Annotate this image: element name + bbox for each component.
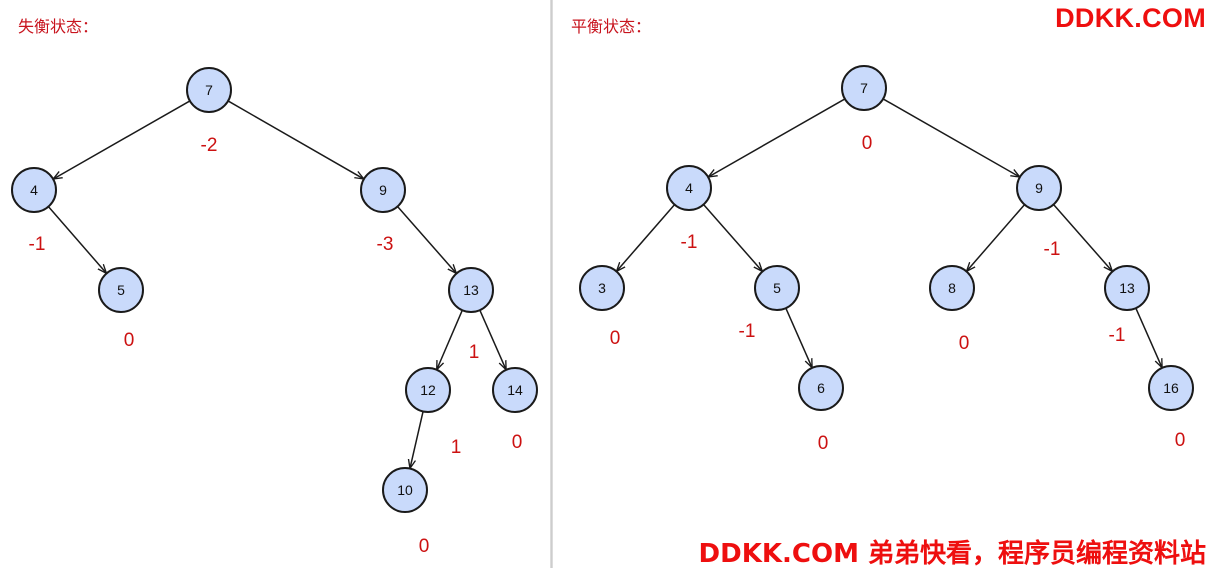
- node-label: 8: [948, 280, 956, 296]
- tree-node-7: 7: [841, 65, 887, 111]
- tree-node-5: 5: [98, 267, 144, 313]
- right-panel-title: 平衡状态：: [571, 17, 652, 36]
- unbalanced-tree: 7 -2 4 -1 9 -3 5 0 13 1 12 1 14 0 10 0: [11, 67, 538, 557]
- node-label: 6: [817, 380, 825, 396]
- node-label: 9: [379, 182, 387, 198]
- balance-factor-12: 1: [451, 437, 462, 458]
- node-label: 10: [397, 482, 413, 498]
- balance-factor-6: 0: [818, 433, 829, 454]
- edge-4-to-5: [47, 206, 105, 273]
- node-circle: [1148, 365, 1194, 411]
- node-label: 4: [30, 182, 38, 198]
- node-circle: [579, 265, 625, 311]
- node-circle: [1016, 165, 1062, 211]
- left-panel: 失衡状态： 7 -2 4 -1 9 -3 5 0 13 1 12 1 14 0 10 0: [0, 0, 550, 568]
- left-panel-title: 失衡状态：: [18, 17, 99, 36]
- balance-factor-16: 0: [1175, 430, 1186, 451]
- edge-12-to-10: [410, 411, 424, 467]
- edge-13-to-14: [479, 309, 506, 369]
- tree-node-5: 5: [754, 265, 800, 311]
- node-circle: [98, 267, 144, 313]
- edge-5-to-6: [785, 307, 812, 367]
- edge-9-to-8: [967, 204, 1026, 271]
- balanced-tree: 7 0 4 -1 9 -1 3 0 5 -1 8 0 13 -1 6 0 16 0: [579, 65, 1194, 454]
- node-label: 13: [1119, 280, 1135, 296]
- balance-factor-7: -2: [201, 135, 218, 156]
- node-circle: [186, 67, 232, 113]
- tree-node-16: 16: [1148, 365, 1194, 411]
- tree-node-14: 14: [492, 367, 538, 413]
- balance-factor-3: 0: [610, 328, 621, 349]
- balance-factor-5: -1: [739, 321, 756, 342]
- node-label: 5: [117, 282, 125, 298]
- node-circle: [405, 367, 451, 413]
- edge-7-to-9: [882, 98, 1019, 177]
- tree-node-13: 13: [1104, 265, 1150, 311]
- node-label: 4: [685, 180, 693, 196]
- panel-divider: [550, 0, 553, 568]
- node-circle: [1104, 265, 1150, 311]
- balance-factor-9: -3: [377, 234, 394, 255]
- tree-node-12: 12: [405, 367, 451, 413]
- tree-node-10: 10: [382, 467, 428, 513]
- node-circle: [754, 265, 800, 311]
- tree-node-9: 9: [1016, 165, 1062, 211]
- balance-factor-9: -1: [1044, 239, 1061, 260]
- balance-factor-13: -1: [1109, 325, 1126, 346]
- node-circle: [841, 65, 887, 111]
- node-circle: [382, 467, 428, 513]
- node-label: 7: [205, 82, 213, 98]
- node-label: 16: [1163, 380, 1179, 396]
- balance-factor-13: 1: [469, 342, 480, 363]
- node-circle: [448, 267, 494, 313]
- node-label: 12: [420, 382, 436, 398]
- node-label: 5: [773, 280, 781, 296]
- tree-node-8: 8: [929, 265, 975, 311]
- node-label: 13: [463, 282, 479, 298]
- node-circle: [798, 365, 844, 411]
- node-circle: [666, 165, 712, 211]
- edge-7-to-4: [54, 100, 191, 179]
- node-circle: [929, 265, 975, 311]
- node-label: 9: [1035, 180, 1043, 196]
- edge-9-to-13: [396, 206, 456, 273]
- node-label: 14: [507, 382, 523, 398]
- edge-9-to-13: [1052, 204, 1112, 271]
- tree-node-4: 4: [666, 165, 712, 211]
- tree-node-4: 4: [11, 167, 57, 213]
- node-circle: [11, 167, 57, 213]
- right-panel: 平衡状态： 7 0 4 -1 9 -1 3 0 5 -1 8 0 13 -1 6 0 16 0: [553, 0, 1210, 568]
- balance-factor-14: 0: [512, 432, 523, 453]
- edge-13-to-16: [1135, 307, 1162, 367]
- node-circle: [492, 367, 538, 413]
- balance-factor-4: -1: [29, 234, 46, 255]
- edge-7-to-4: [709, 98, 846, 177]
- balance-factor-10: 0: [419, 536, 430, 557]
- tree-node-3: 3: [579, 265, 625, 311]
- tree-node-6: 6: [798, 365, 844, 411]
- balance-factor-5: 0: [124, 330, 135, 351]
- edge-13-to-12: [437, 309, 463, 369]
- node-label: 7: [860, 80, 868, 96]
- watermark-bottom: DDKK.COM 弟弟快看，程序员编程资料站: [698, 539, 1206, 569]
- balance-factor-7: 0: [862, 133, 873, 154]
- node-label: 3: [598, 280, 606, 296]
- balance-factor-8: 0: [959, 333, 970, 354]
- edge-4-to-3: [617, 204, 676, 271]
- edge-7-to-9: [227, 100, 363, 179]
- tree-node-13: 13: [448, 267, 494, 313]
- tree-node-7: 7: [186, 67, 232, 113]
- balance-factor-4: -1: [681, 232, 698, 253]
- node-circle: [360, 167, 406, 213]
- edge-4-to-5: [702, 204, 762, 271]
- watermark-top: DDKK.COM: [1055, 3, 1206, 33]
- tree-node-9: 9: [360, 167, 406, 213]
